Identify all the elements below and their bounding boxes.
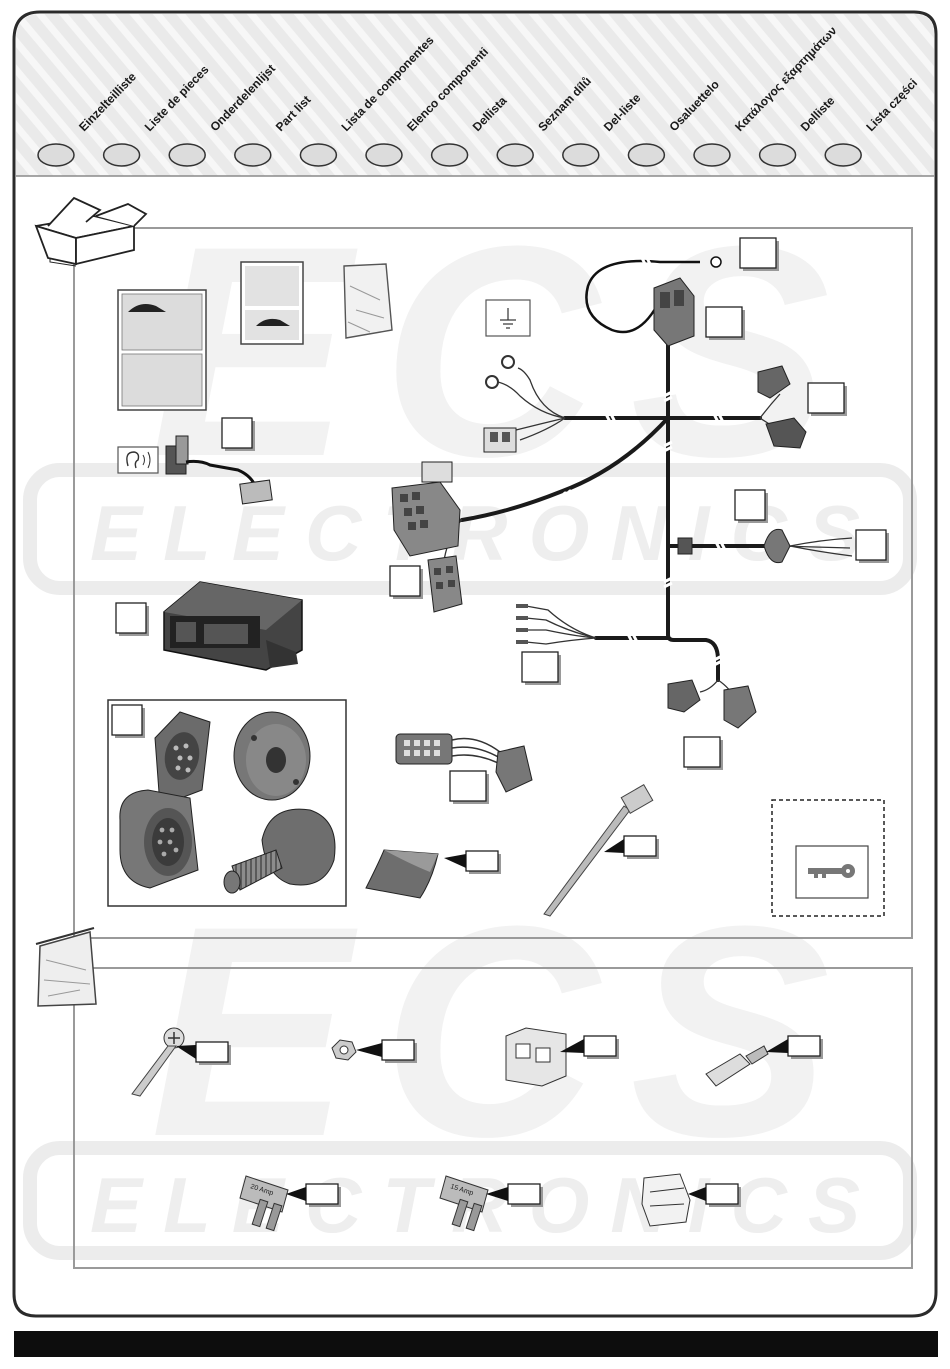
callout-box <box>382 1040 417 1063</box>
watermark-logo: ECS <box>150 863 831 1199</box>
socket-gasket-icon <box>234 712 310 800</box>
parts-bag-icon <box>344 264 392 338</box>
callout-box <box>808 383 847 416</box>
language-circle <box>366 144 402 166</box>
fuse-holder-icon <box>642 1174 690 1226</box>
language-circle <box>235 144 271 166</box>
callout-box <box>390 566 423 599</box>
callout-box <box>740 238 779 271</box>
callout-box <box>306 1184 341 1207</box>
callout-box <box>466 851 501 874</box>
watermark-logo: ECS <box>150 183 831 519</box>
callout-box <box>684 737 723 770</box>
header-band <box>16 14 934 176</box>
callout-box <box>450 771 489 804</box>
callout-box <box>706 307 745 340</box>
ear-sound-icon <box>118 447 158 473</box>
language-circle <box>760 144 796 166</box>
connector-housing-icon <box>506 1028 566 1086</box>
language-circle <box>432 144 468 166</box>
language-circle <box>300 144 336 166</box>
callout-box <box>706 1184 741 1207</box>
callout-box <box>112 705 145 738</box>
fitting-instructions-icon <box>241 262 303 344</box>
language-circle <box>169 144 205 166</box>
language-circle <box>104 144 140 166</box>
callout-box <box>196 1042 231 1065</box>
key-icon <box>796 846 868 898</box>
callout-box <box>856 530 889 563</box>
language-circle <box>628 144 664 166</box>
instruction-sheet-icon <box>118 290 206 410</box>
language-circle <box>825 144 861 166</box>
callout-box <box>584 1036 619 1059</box>
callout-box <box>222 418 255 451</box>
language-circle <box>38 144 74 166</box>
ground-symbol-icon <box>486 300 530 336</box>
callout-box <box>522 652 561 685</box>
language-circle <box>694 144 730 166</box>
callout-box <box>116 603 149 636</box>
language-circle <box>497 144 533 166</box>
callout-box <box>735 490 768 523</box>
language-circle <box>563 144 599 166</box>
footer-bar <box>14 1331 938 1357</box>
callout-box <box>624 836 659 859</box>
callout-box <box>788 1036 823 1059</box>
callout-box <box>508 1184 543 1207</box>
